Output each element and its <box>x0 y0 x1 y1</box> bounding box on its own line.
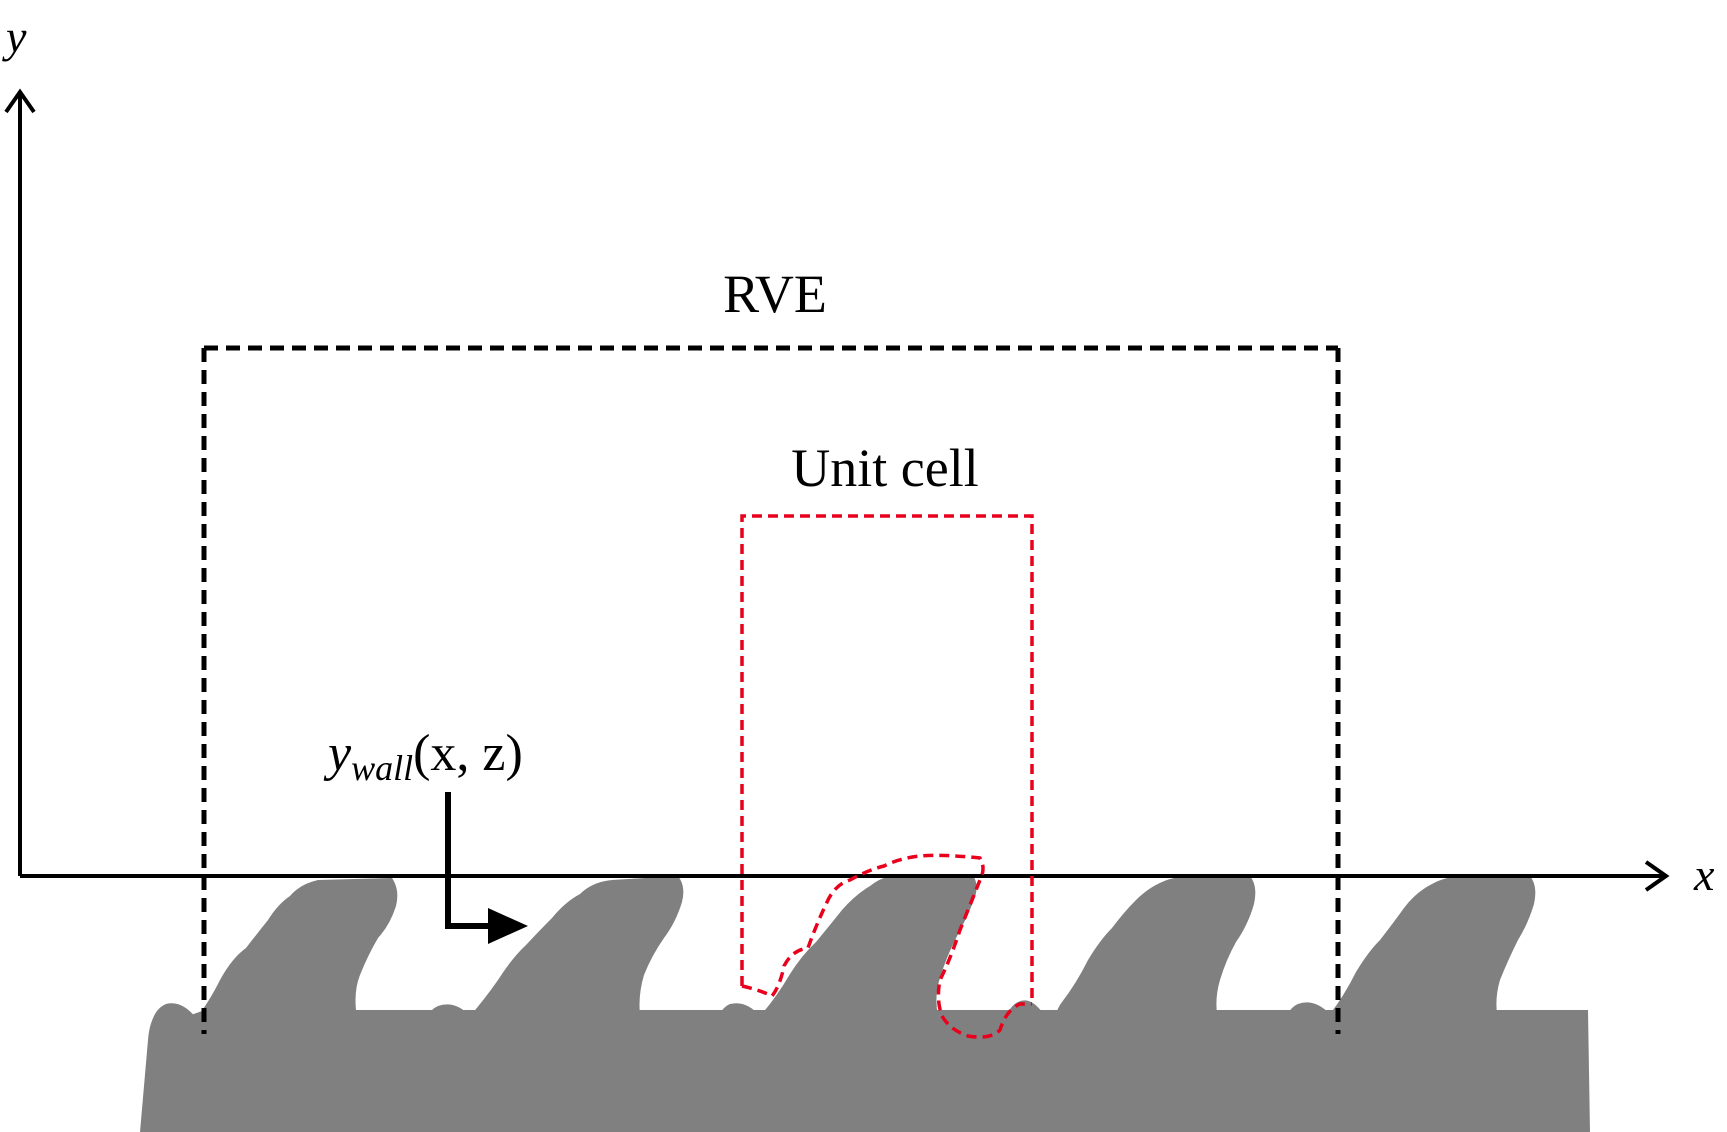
unit-cell-label: Unit cell <box>791 438 978 498</box>
wall-function-label: ywall(x, z) <box>323 725 523 788</box>
roughness-element-1 <box>150 878 398 1040</box>
roughness-element-4 <box>1050 876 1256 1040</box>
y-axis-label: y <box>2 11 27 62</box>
wall-symbol: y <box>323 725 352 782</box>
wall-args: (x, z) <box>413 725 523 782</box>
roughness-element-3 <box>712 874 977 1040</box>
y-axis-arrowhead <box>4 88 36 114</box>
roughness-element-5 <box>1280 876 1536 1040</box>
rve-label: RVE <box>723 264 827 324</box>
roughness-element-2 <box>420 876 684 1040</box>
unit-cell-box <box>740 514 1034 1039</box>
rve-box <box>201 345 1341 1034</box>
rough-wall <box>140 874 1590 1132</box>
wall-subscript: wall <box>351 748 413 788</box>
x-axis-label: x <box>1693 849 1715 900</box>
wall-pointer-arrow <box>445 792 528 944</box>
roughness-element-3b <box>1000 1000 1048 1040</box>
wall-pointer-arrowhead <box>488 908 528 944</box>
axes <box>4 88 1670 892</box>
x-axis-arrowhead <box>1644 860 1670 892</box>
